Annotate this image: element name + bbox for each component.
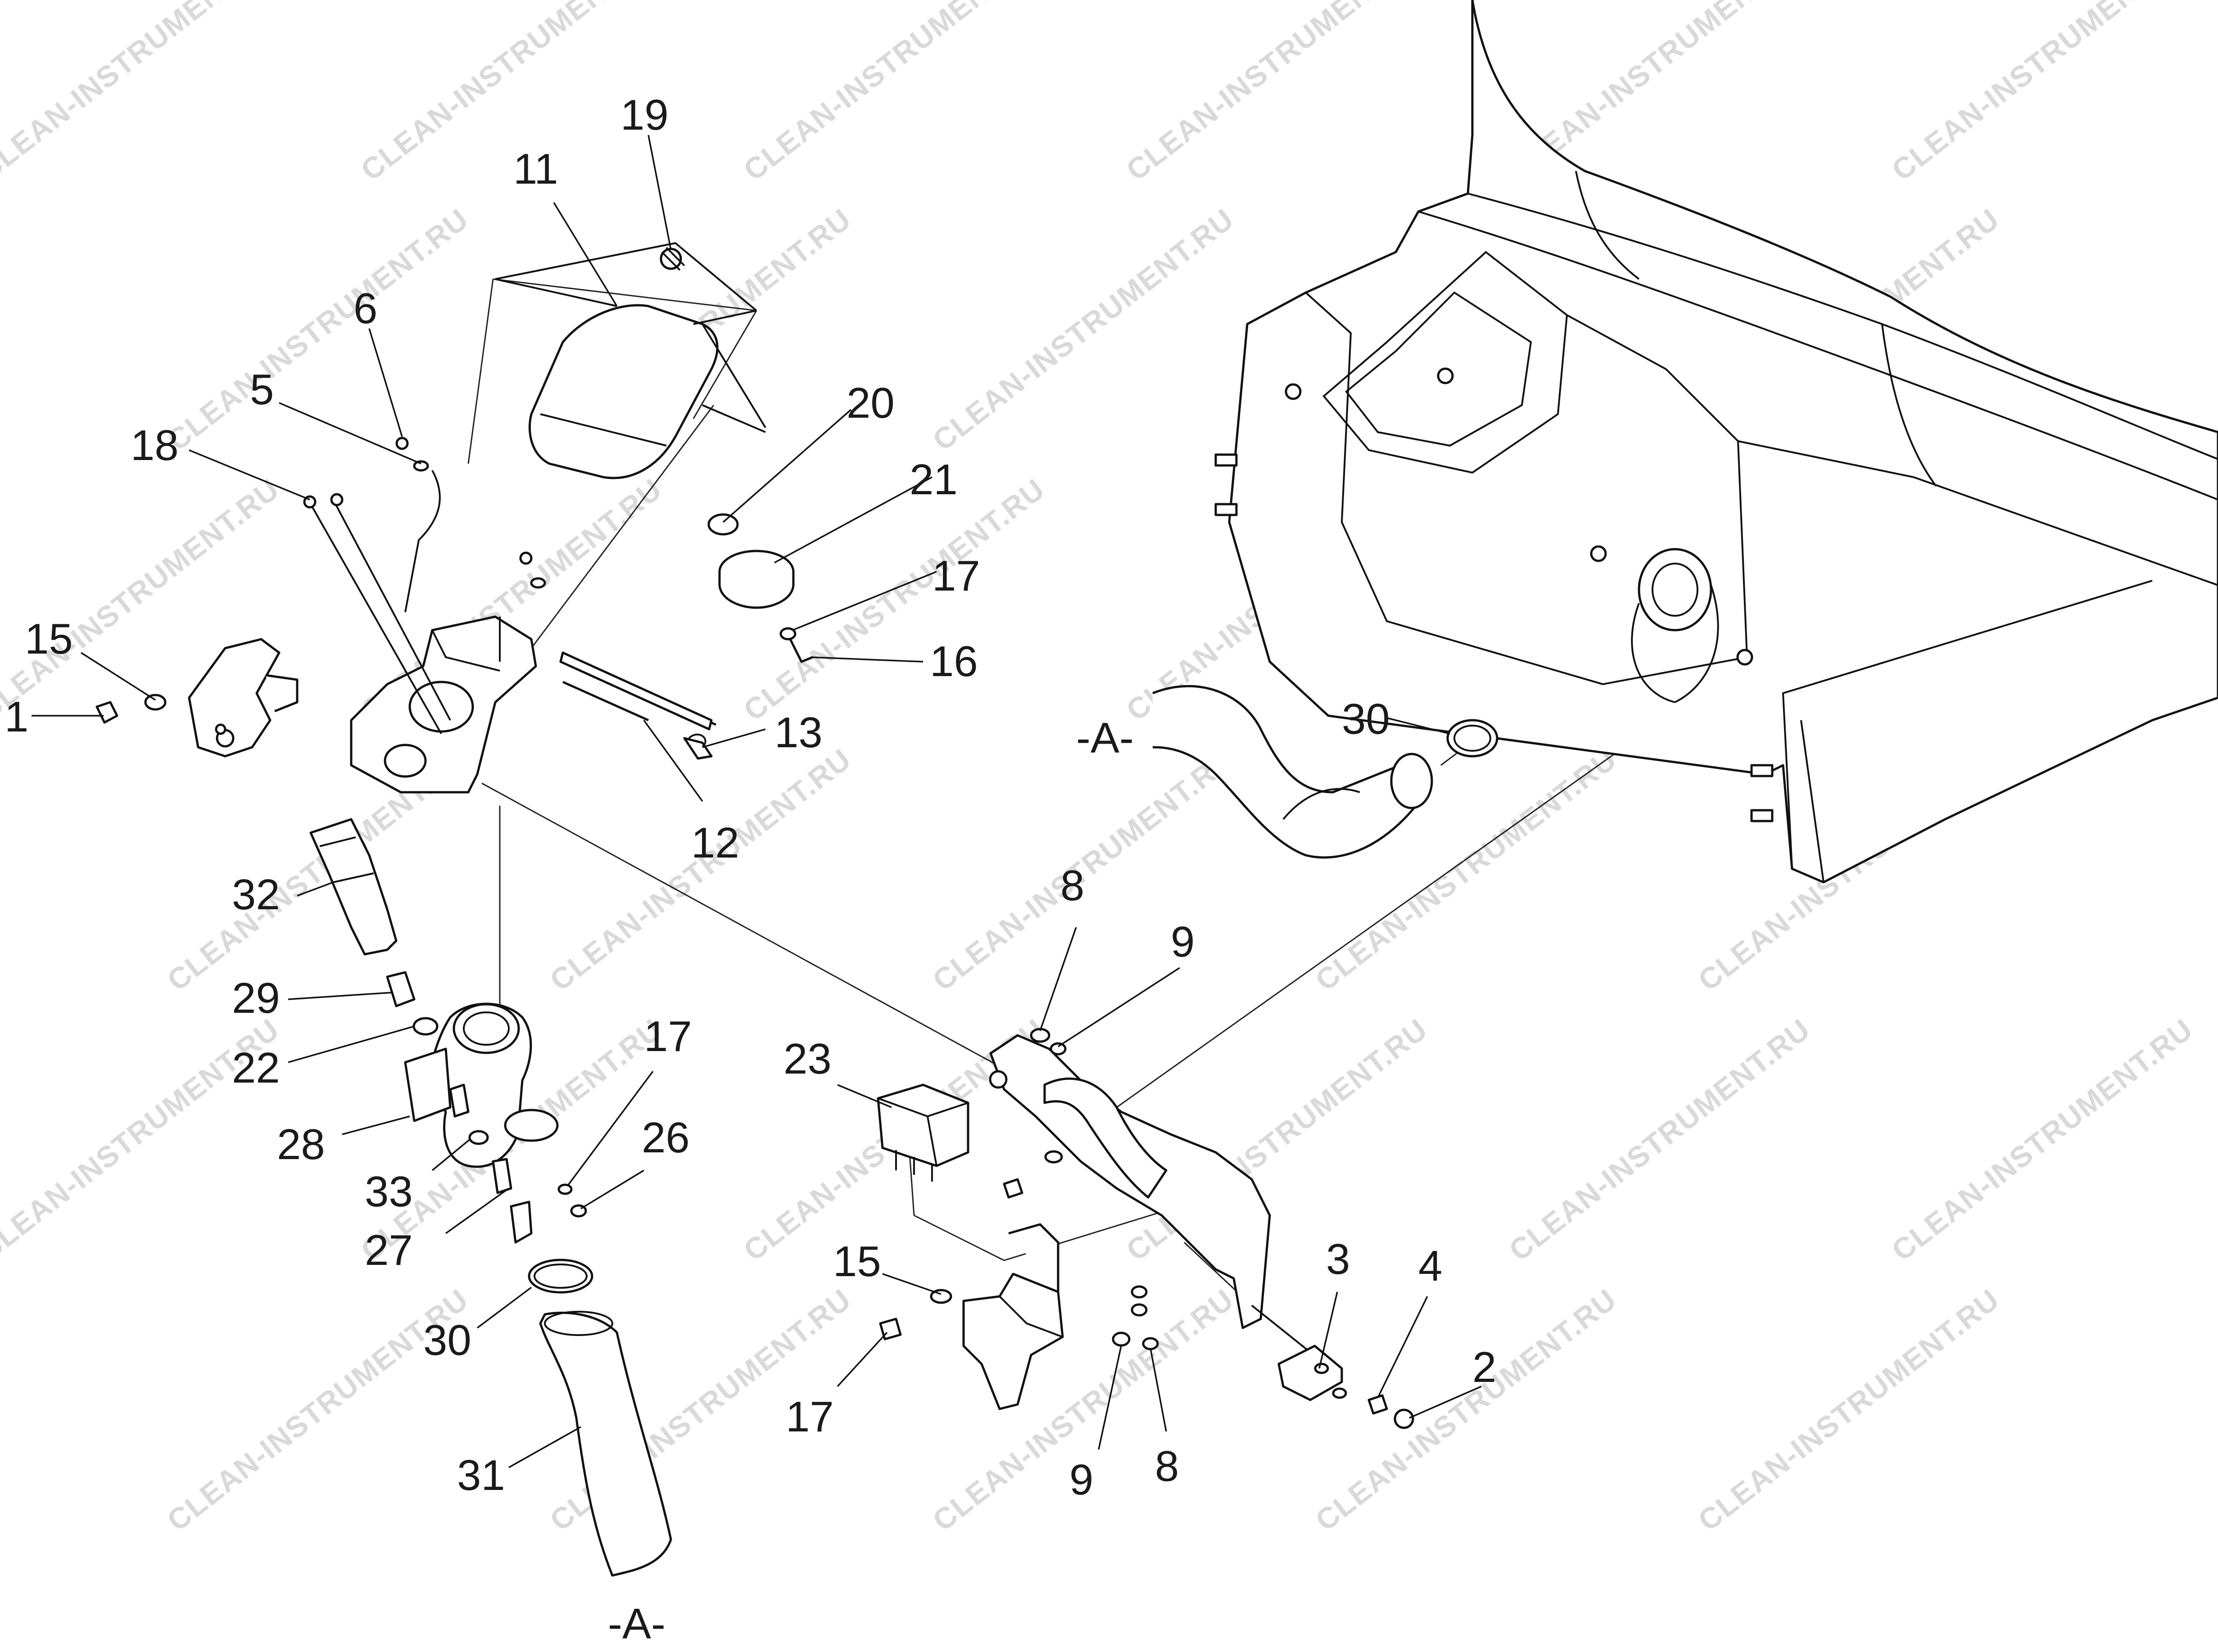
callout-21: 21 xyxy=(910,456,958,504)
pin-and-clip xyxy=(562,681,706,748)
callout-3: 3 xyxy=(1326,1235,1350,1283)
callout-18: 18 xyxy=(131,421,179,469)
switch-assembly xyxy=(877,1083,1064,1410)
callout-13: 13 xyxy=(774,709,823,757)
callout-5: 5 xyxy=(250,366,274,414)
main-bracket xyxy=(95,437,717,794)
side-clamp xyxy=(1251,1304,1414,1429)
watermark-text: CLEAN-INSTRUMENT.RU xyxy=(1885,0,2199,187)
watermark-text: CLEAN-INSTRUMENT.RU xyxy=(737,0,1051,187)
callout-17-mid: 17 xyxy=(644,1012,692,1061)
leader-lines xyxy=(32,135,1482,1468)
watermark-text: CLEAN-INSTRUMENT.RU xyxy=(926,202,1240,457)
callout-numbers: 19 11 6 5 18 20 21 17 16 15 1 13 12 -A- … xyxy=(5,91,1496,1648)
fittings-left xyxy=(309,818,439,1036)
watermark-text: CLEAN-INSTRUMENT.RU xyxy=(1692,1282,2005,1537)
callout-27: 27 xyxy=(365,1226,413,1274)
lid-assembly xyxy=(495,242,766,479)
watermark-text: CLEAN-INSTRUMENT.RU xyxy=(1309,742,1623,997)
lower-hose xyxy=(528,1259,672,1577)
callout-9-bottom: 9 xyxy=(1069,1456,1093,1504)
callout-17-bottom: 17 xyxy=(786,1393,834,1441)
watermark-text: CLEAN-INSTRUMENT.RU xyxy=(1503,1012,1816,1267)
cap-assembly xyxy=(707,513,813,663)
callout-31: 31 xyxy=(457,1451,505,1499)
callout-17-top: 17 xyxy=(932,552,980,600)
valve-body xyxy=(404,1002,587,1244)
watermark-text: CLEAN-INSTRUMENT.RU xyxy=(1309,1282,1623,1537)
watermark-text: CLEAN-INSTRUMENT.RU xyxy=(1885,1012,2199,1267)
callout-6: 6 xyxy=(353,284,377,333)
callout-29: 29 xyxy=(232,974,280,1022)
watermark-text: CLEAN-INSTRUMENT.RU xyxy=(1120,0,1434,187)
upper-hose xyxy=(1152,685,1498,859)
callout-33: 33 xyxy=(365,1168,413,1216)
watermark-text: CLEAN-INSTRUMENT.RU xyxy=(543,742,857,997)
callout-a-top: -A- xyxy=(1076,714,1134,762)
callout-9-top: 9 xyxy=(1171,918,1195,966)
callout-4: 4 xyxy=(1418,1242,1442,1290)
callout-2: 2 xyxy=(1472,1343,1496,1391)
callout-8-bottom: 8 xyxy=(1155,1442,1179,1490)
callout-a-bottom: -A- xyxy=(608,1600,665,1648)
callout-20: 20 xyxy=(846,379,895,427)
callout-30-bottom: 30 xyxy=(423,1316,471,1364)
callout-11: 11 xyxy=(513,145,558,193)
callout-19: 19 xyxy=(620,91,669,139)
callout-32: 32 xyxy=(232,871,280,919)
callout-8-top: 8 xyxy=(1060,862,1084,910)
watermark-text: CLEAN-INSTRUMENT.RU xyxy=(0,0,285,187)
callout-26: 26 xyxy=(642,1114,690,1162)
callout-30-top: 30 xyxy=(1342,695,1390,743)
callout-22: 22 xyxy=(232,1044,280,1092)
callout-15-bottom: 15 xyxy=(833,1237,881,1286)
callout-23: 23 xyxy=(783,1035,832,1083)
callout-1: 1 xyxy=(5,693,28,741)
callout-28: 28 xyxy=(277,1120,325,1169)
callout-12: 12 xyxy=(691,819,739,867)
mount-bracket xyxy=(989,1028,1271,1350)
callout-15-left: 15 xyxy=(25,615,73,663)
machine-housing xyxy=(1214,0,2218,884)
callout-16: 16 xyxy=(930,637,978,686)
